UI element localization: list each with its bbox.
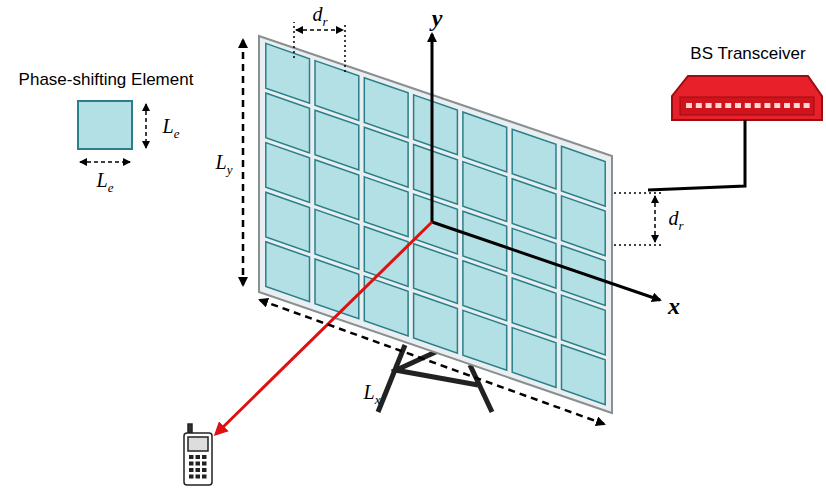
phase-shifting-element [414, 145, 458, 205]
phase-shifting-element [266, 143, 310, 203]
phase-shifting-element [315, 259, 359, 319]
transceiver-led [715, 103, 721, 108]
phase-shifting-element [512, 328, 556, 388]
transceiver-led [706, 103, 712, 108]
le-vertical-dim [145, 104, 147, 148]
transceiver-led [764, 103, 770, 108]
dr-top-arrow [296, 29, 343, 31]
phone-key [189, 455, 194, 459]
phase-shifting-element [266, 43, 310, 103]
ly-dim [242, 40, 245, 285]
x-axis [432, 222, 660, 300]
transceiver-led [804, 103, 810, 108]
phone-key [196, 475, 201, 479]
phase-shifting-element [315, 61, 359, 121]
transceiver-led [725, 103, 731, 108]
transceiver-led [794, 103, 800, 108]
phase-shifting-element [512, 179, 556, 239]
phase-shifting-element [463, 261, 507, 321]
phase-shifting-element [364, 78, 408, 138]
le-horizontal-dim [80, 161, 130, 163]
phase-shifting-element [562, 345, 606, 405]
phone-key [196, 455, 201, 459]
phone-icon [184, 424, 212, 485]
dr-top-dim [294, 22, 345, 72]
y-axis [431, 34, 434, 222]
phone-key [202, 468, 207, 472]
spacing-label: dr [668, 207, 683, 229]
user-beam [216, 222, 432, 434]
phase-shifting-element [364, 227, 408, 287]
axis-label: x [668, 293, 680, 319]
lx-dim [260, 300, 604, 424]
phase-shifting-element [364, 177, 408, 237]
phase-shifting-element [315, 209, 359, 269]
transceiver-led [784, 103, 790, 108]
phone-key [202, 475, 207, 479]
phase-shifting-element [414, 244, 458, 304]
phase-shifting-element [562, 295, 606, 355]
phone-key [189, 462, 194, 466]
transceiver-led [735, 103, 741, 108]
bs-label: BS Transceiver [690, 45, 805, 64]
phase-shifting-element [463, 112, 507, 172]
phone-key [189, 475, 194, 479]
phone-key [202, 462, 207, 466]
transceiver-led [755, 103, 761, 108]
dimension-label: Ly [216, 151, 233, 173]
phase-shifting-element [266, 242, 310, 302]
axis-label: y [432, 5, 443, 31]
transceiver-led [696, 103, 702, 108]
phase-element-label: Phase-shifting Element [19, 71, 194, 90]
element-size-label: Le [97, 169, 114, 191]
spacing-label: dr [312, 3, 327, 25]
phase-element-sample [78, 101, 132, 149]
phase-shifting-element [266, 93, 310, 153]
phase-shifting-element [562, 246, 606, 306]
phase-shifting-element [414, 293, 458, 353]
phase-shifting-element [562, 196, 606, 256]
phone-key [196, 468, 201, 472]
phase-shifting-element [512, 278, 556, 338]
phase-shifting-element [463, 310, 507, 370]
phase-shifting-element [512, 129, 556, 189]
bs-feed-line [648, 120, 745, 190]
phone-keypad [189, 455, 207, 479]
element-size-label: Le [163, 115, 180, 137]
phase-shifting-element [414, 95, 458, 155]
phone-key [189, 468, 194, 472]
bs-transceiver-icon [672, 76, 822, 120]
transceiver-led [745, 103, 751, 108]
transceiver-led [774, 103, 780, 108]
phone-key [196, 462, 201, 466]
phase-shifting-element [562, 146, 606, 206]
phase-shifting-element [315, 110, 359, 170]
dr-right-arrow [654, 196, 656, 242]
phase-shifting-element [364, 127, 408, 187]
phase-shifting-element [364, 276, 408, 336]
phase-shifting-element [463, 162, 507, 222]
phase-shifting-element [266, 192, 310, 252]
dr-right-dim [614, 193, 662, 245]
phone-key [202, 455, 207, 459]
phase-shifting-element [315, 160, 359, 220]
transceiver-led [686, 103, 692, 108]
dimension-label: Lx [364, 381, 381, 403]
